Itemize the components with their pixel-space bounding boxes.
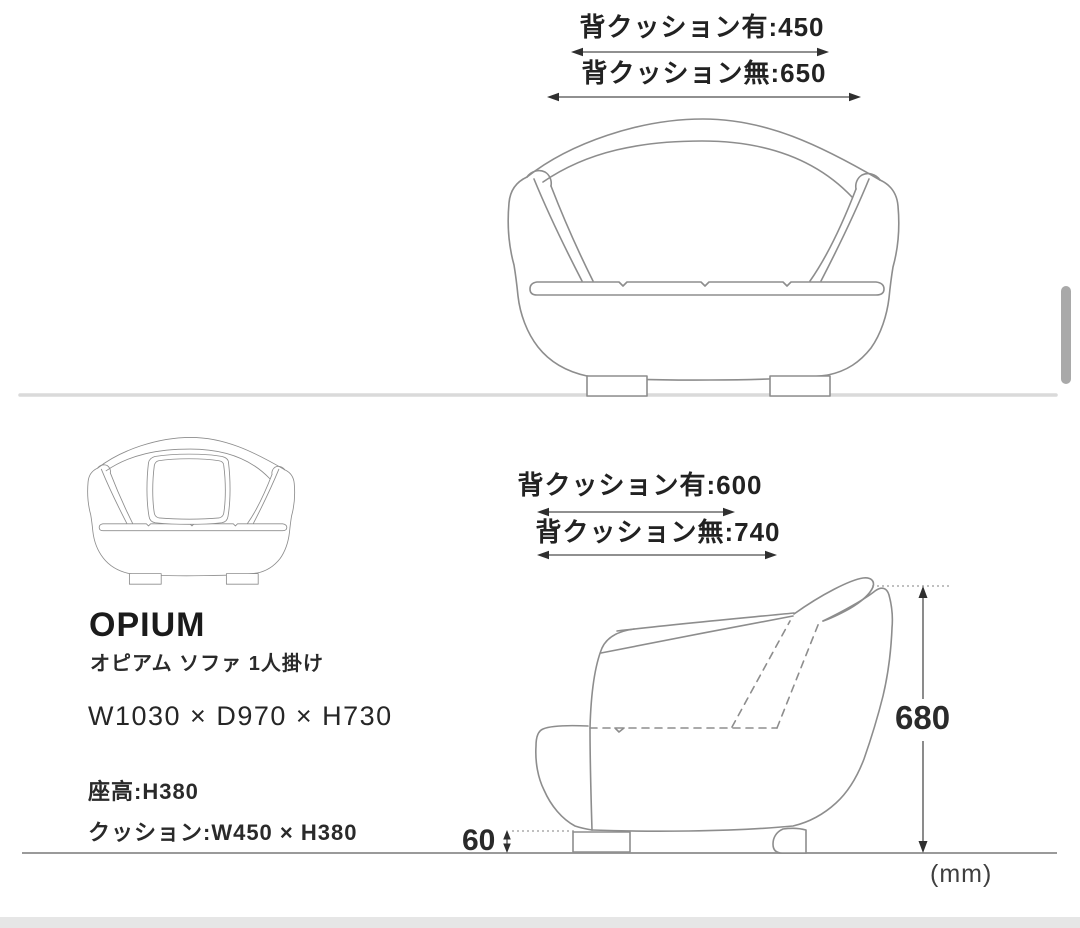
dimension-leg-60 (503, 830, 575, 853)
seat-height-label: 座高:H380 (88, 779, 199, 804)
front-dim-with-cushion-label: 背クッション有:450 (579, 12, 825, 42)
dimension-arrows-front (547, 47, 861, 102)
dimension-arrows-side (537, 507, 777, 560)
overall-dimensions: W1030 × D970 × H730 (88, 701, 393, 731)
scrollbar-thumb[interactable] (1061, 286, 1071, 384)
side-dim-with-cushion-label: 背クッション有:600 (517, 470, 763, 500)
side-dim-without-cushion-label: 背クッション無:740 (535, 517, 781, 547)
dimension-height-680 (872, 585, 950, 853)
thumbnail-drawing (87, 436, 296, 585)
page-bottom-edge (0, 917, 1080, 928)
height-dimension-value: 680 (895, 699, 951, 736)
back-cushion-outline (146, 453, 231, 525)
side-view-drawing (535, 577, 894, 854)
leg-height-dimension-value: 60 (462, 824, 496, 857)
cushion-size-label: クッション:W450 × H380 (88, 820, 358, 845)
product-subtitle: オピアム ソファ 1人掛け (90, 653, 324, 675)
product-name: OPIUM (89, 606, 206, 644)
unit-label: (mm) (930, 860, 993, 888)
front-dim-without-cushion-label: 背クッション無:650 (581, 58, 827, 88)
front-view-drawing (507, 118, 900, 397)
